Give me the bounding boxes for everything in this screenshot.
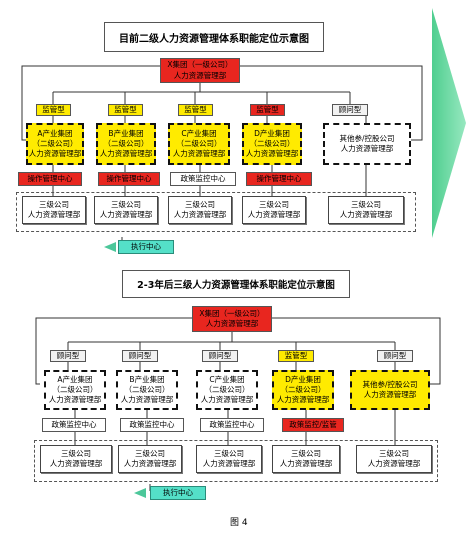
bottom-subsidiary-b: B产业集团 （二级公司） 人力资源管理部 (116, 370, 178, 410)
top-third-other: 三级公司 人力资源管理部 (328, 196, 404, 224)
bottom-role-c: 顾问型 (202, 350, 238, 362)
top-diagram-title: 目前二级人力资源管理体系职能定位示意图 (104, 22, 324, 52)
top-subsidiary-a: A产业集团 （二级公司） 人力资源管理部 (26, 123, 84, 165)
top-center-d: 操作管理中心 (246, 172, 312, 186)
top-role-c: 监管型 (178, 104, 213, 116)
top-subsidiary-b: B产业集团 （二级公司） 人力资源管理部 (96, 123, 156, 165)
top-third-c: 三级公司 人力资源管理部 (168, 196, 232, 224)
bottom-role-a: 顾问型 (50, 350, 86, 362)
bottom-subsidiary-a: A产业集团 （二级公司） 人力资源管理部 (44, 370, 106, 410)
bottom-third-other: 三级公司 人力资源管理部 (356, 445, 432, 473)
top-exec-center: 执行中心 (118, 240, 174, 254)
bottom-exec-center: 执行中心 (150, 486, 206, 500)
bottom-third-level-group (34, 440, 438, 482)
bottom-subsidiary-c: C产业集团 （二级公司） 人力资源管理部 (196, 370, 258, 410)
bottom-third-c: 三级公司 人力资源管理部 (196, 445, 262, 473)
top-center-a: 操作管理中心 (18, 172, 82, 186)
bottom-third-b: 三级公司 人力资源管理部 (118, 445, 182, 473)
top-subsidiary-d: D产业集团 （二级公司） 人力资源管理部 (242, 123, 302, 165)
top-center-c: 政策监控中心 (170, 172, 236, 186)
bottom-center-a: 政策监控中心 (42, 418, 106, 432)
bottom-subsidiary-d: D产业集团 （二级公司） 人力资源管理部 (272, 370, 334, 410)
top-role-b: 监管型 (108, 104, 143, 116)
bottom-third-d: 三级公司 人力资源管理部 (272, 445, 340, 473)
bottom-center-b: 政策监控中心 (120, 418, 184, 432)
bottom-role-d: 监管型 (278, 350, 314, 362)
top-third-a: 三级公司 人力资源管理部 (22, 196, 86, 224)
top-third-d: 三级公司 人力资源管理部 (242, 196, 306, 224)
top-center-b: 操作管理中心 (98, 172, 160, 186)
top-third-level-group (16, 192, 416, 232)
bottom-third-a: 三级公司 人力资源管理部 (40, 445, 112, 473)
top-group-hr-box: X集团（一级公司） 人力资源管理部 (160, 58, 240, 83)
figure-caption: 图 4 (230, 518, 248, 528)
bottom-role-b: 顾问型 (122, 350, 158, 362)
top-exec-arrow-icon (104, 242, 116, 252)
bottom-role-other: 顾问型 (377, 350, 413, 362)
bottom-subsidiary-other: 其他参/控股公司 人力资源管理部 (350, 370, 430, 410)
bottom-exec-arrow-icon (134, 488, 146, 498)
top-role-other: 顾问型 (332, 104, 368, 116)
top-subsidiary-other: 其他参/控股公司 人力资源管理部 (323, 123, 411, 165)
bottom-center-d: 政策监控/监管 (282, 418, 344, 432)
top-role-a: 监管型 (36, 104, 71, 116)
top-subsidiary-c: C产业集团 （二级公司） 人力资源管理部 (168, 123, 230, 165)
top-third-b: 三级公司 人力资源管理部 (94, 196, 158, 224)
bottom-group-hr-box: X集团（一级公司） 人力资源管理部 (192, 306, 272, 332)
bottom-diagram-title: 2-3年后三级人力资源管理体系职能定位示意图 (122, 270, 350, 298)
top-role-d: 监管型 (250, 104, 285, 116)
bottom-center-c: 政策监控中心 (200, 418, 264, 432)
